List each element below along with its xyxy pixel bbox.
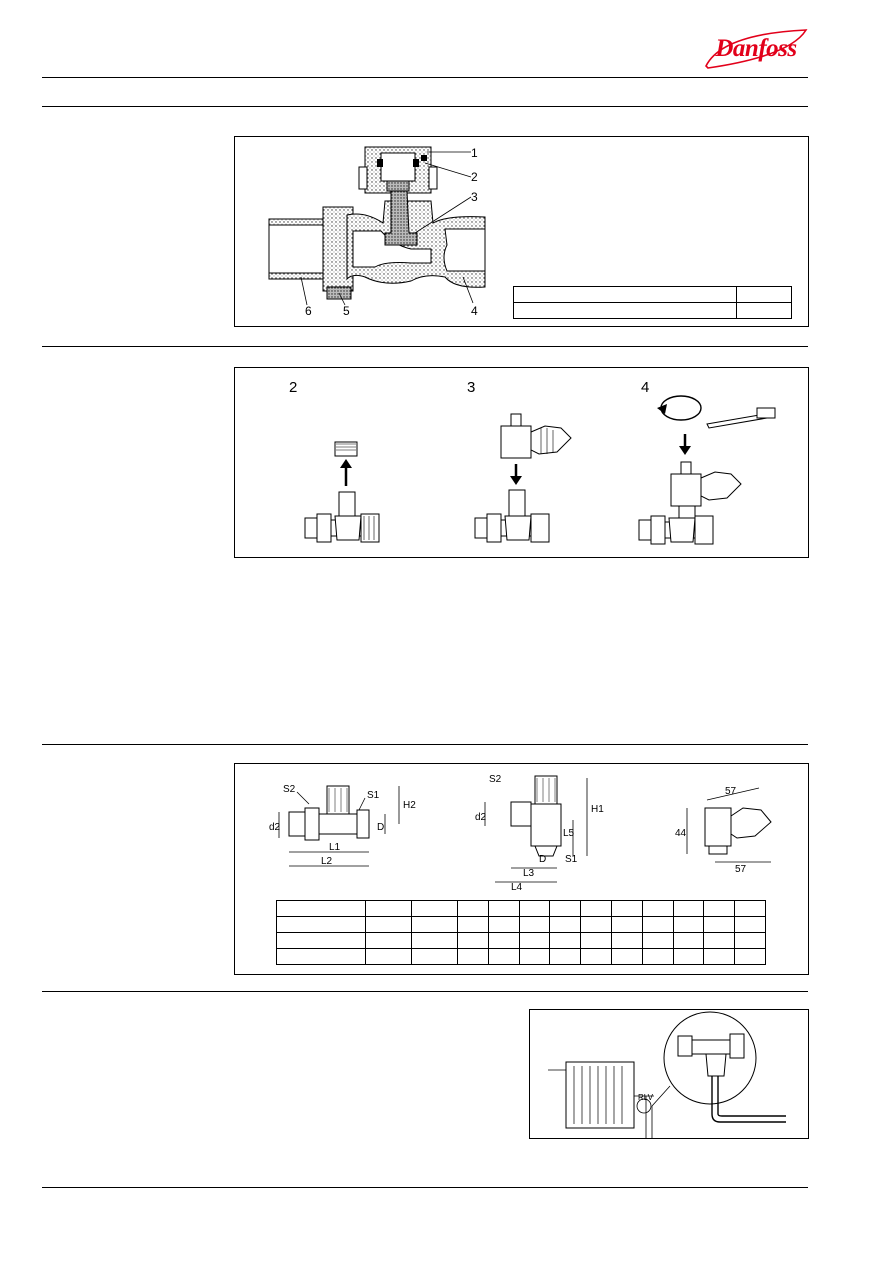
dimensions-table bbox=[276, 900, 766, 965]
dim-b-d2: d2 bbox=[475, 812, 487, 823]
dimension-drawings: S2 S1 H2 d2 D L1 L2 S2 H1 L5 d2 D S1 bbox=[269, 774, 772, 893]
mounting-figure: 2 3 4 bbox=[234, 367, 809, 558]
callout-6: 6 bbox=[305, 304, 312, 318]
dimensions-figure: S2 S1 H2 d2 D L1 L2 S2 H1 L5 d2 D S1 bbox=[234, 763, 809, 975]
dimension-drawing-b: S2 H1 L5 d2 D S1 L3 L4 bbox=[475, 774, 604, 893]
dim-b-d: D bbox=[539, 854, 546, 865]
dimension-drawing-c: 44 57 57 bbox=[675, 786, 772, 875]
header-rule-bottom bbox=[42, 106, 808, 107]
step-4-drawing bbox=[638, 395, 776, 545]
dim-b-h1: H1 bbox=[591, 804, 604, 815]
mounting-steps-drawing: 2 3 4 bbox=[289, 379, 776, 545]
dim-a-l1: L1 bbox=[329, 842, 341, 853]
callout-4: 4 bbox=[471, 304, 478, 318]
danfoss-logo: Danfoss bbox=[702, 26, 810, 72]
design-figure: 1 2 3 4 5 6 bbox=[234, 136, 809, 327]
valve-cross-section: 1 2 3 4 5 6 bbox=[268, 146, 486, 318]
dim-c-44: 44 bbox=[675, 828, 687, 839]
dim-b-l4: L4 bbox=[511, 882, 523, 893]
footer-rule bbox=[42, 1187, 808, 1188]
step-3-label: 3 bbox=[467, 379, 475, 396]
step-3-drawing bbox=[474, 413, 572, 543]
dim-a-s2: S2 bbox=[283, 784, 296, 795]
callout-5: 5 bbox=[343, 304, 350, 318]
dim-a-d: D bbox=[377, 822, 384, 833]
dim-b-s2: S2 bbox=[489, 774, 502, 785]
header-rule-top bbox=[42, 77, 808, 78]
step-2-drawing bbox=[304, 441, 380, 543]
callout-2: 2 bbox=[471, 170, 478, 184]
dim-c-57-bottom: 57 bbox=[735, 864, 747, 875]
dim-c-57-top: 57 bbox=[725, 786, 737, 797]
step-2-label: 2 bbox=[289, 379, 297, 396]
dim-b-l5: L5 bbox=[563, 828, 575, 839]
dim-a-h2: H2 bbox=[403, 800, 416, 811]
callout-1: 1 bbox=[471, 146, 478, 160]
application-figure: RLV bbox=[529, 1009, 809, 1139]
dim-b-l3: L3 bbox=[523, 868, 535, 879]
section-rule-3 bbox=[42, 991, 808, 992]
section-rule-1 bbox=[42, 346, 808, 347]
dim-b-s1: S1 bbox=[565, 854, 578, 865]
dim-a-l2: L2 bbox=[321, 856, 333, 867]
step-4-label: 4 bbox=[641, 379, 649, 396]
section-rule-2 bbox=[42, 744, 808, 745]
logo-wordmark: Danfoss bbox=[715, 35, 797, 62]
dimension-drawing-a: S2 S1 H2 d2 D L1 L2 bbox=[269, 784, 416, 867]
callout-3: 3 bbox=[471, 190, 478, 204]
rlv-label: RLV bbox=[638, 1093, 654, 1102]
radiator-application-drawing: RLV bbox=[548, 1011, 786, 1138]
design-legend-table bbox=[513, 286, 792, 319]
dim-a-s1: S1 bbox=[367, 790, 380, 801]
dim-a-d2: d2 bbox=[269, 822, 281, 833]
